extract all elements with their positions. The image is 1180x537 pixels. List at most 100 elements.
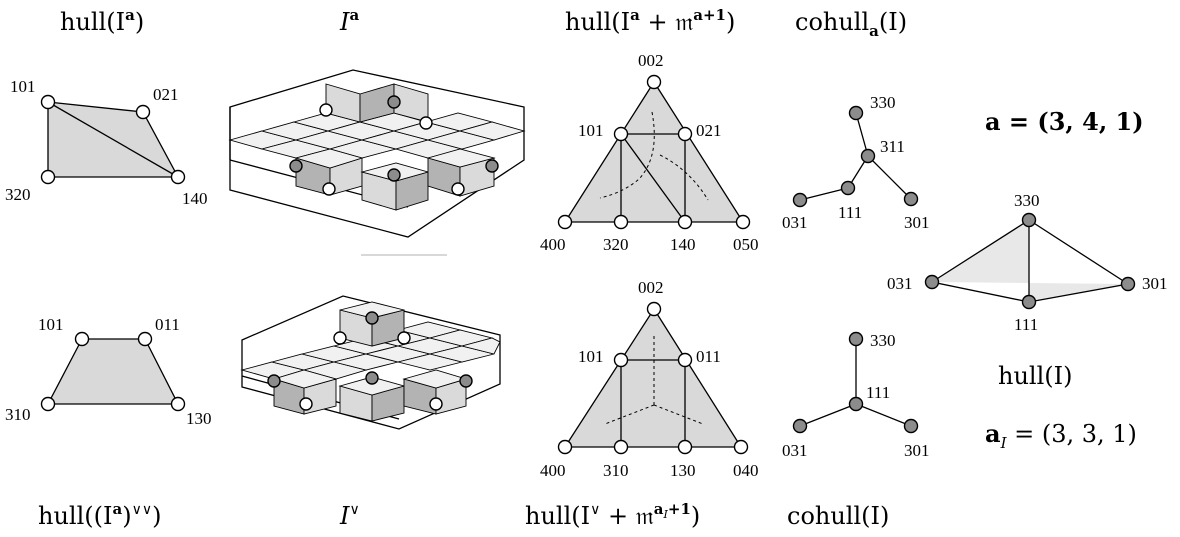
vertex-002 bbox=[646, 301, 662, 317]
caption-top-cohull: cohulla(I) bbox=[795, 8, 907, 40]
vertex-140 bbox=[677, 214, 693, 230]
vertex-310 bbox=[40, 396, 56, 412]
label-320: 320 bbox=[5, 185, 31, 204]
aI-vector: aI = (3, 3, 1) bbox=[985, 419, 1137, 452]
label-330: 330 bbox=[870, 93, 896, 112]
staircase-gray-dot bbox=[365, 311, 379, 325]
staircase-outer-box bbox=[229, 69, 525, 238]
column-top bbox=[339, 301, 405, 319]
caption-bot-hull: hull((Ia)∨∨) bbox=[38, 500, 161, 530]
vertex-140 bbox=[170, 169, 186, 185]
node-301 bbox=[1120, 276, 1136, 292]
triangle-fill bbox=[565, 82, 743, 222]
staircase-white-dot bbox=[451, 182, 465, 196]
node-031 bbox=[792, 192, 808, 208]
node-330 bbox=[1021, 212, 1037, 228]
vertex-050 bbox=[735, 214, 751, 230]
staircase-gray-dot bbox=[485, 159, 499, 173]
label-031: 031 bbox=[782, 441, 808, 460]
cube-top bbox=[272, 369, 338, 389]
caption-top-hull-m: hull(Ia + 𝔪a+1) bbox=[565, 6, 735, 36]
label-330: 330 bbox=[870, 331, 896, 350]
triangle-fill bbox=[565, 309, 741, 447]
label-021: 021 bbox=[153, 85, 179, 104]
vertex-040 bbox=[733, 439, 749, 455]
label-101: 101 bbox=[578, 121, 604, 140]
label-310: 310 bbox=[5, 405, 31, 424]
tree-edge bbox=[799, 187, 849, 201]
node-111 bbox=[848, 396, 864, 412]
staircase-gray-dot bbox=[365, 371, 379, 385]
top-cohull-tree: 330 311 031 111 301 bbox=[782, 93, 930, 232]
label-301: 301 bbox=[904, 441, 930, 460]
label-111: 111 bbox=[1014, 315, 1038, 334]
vertex-101 bbox=[613, 126, 629, 142]
label-130: 130 bbox=[186, 409, 212, 428]
tree-edge bbox=[855, 112, 869, 157]
staircase-white-dot bbox=[333, 331, 347, 345]
top-hull-quad: 101 021 320 140 bbox=[5, 77, 208, 208]
staircase-gray-dot bbox=[459, 374, 473, 388]
label-021: 021 bbox=[696, 121, 722, 140]
triangle-outline bbox=[563, 80, 745, 223]
label-050: 050 bbox=[733, 235, 759, 254]
vertex-130 bbox=[677, 439, 693, 455]
label-011: 011 bbox=[155, 315, 180, 334]
bottom-staircase bbox=[240, 295, 501, 430]
label-301: 301 bbox=[1142, 274, 1168, 293]
top-triangle: 002 101 021 400 320 140 050 bbox=[540, 51, 759, 254]
label-400: 400 bbox=[540, 235, 566, 254]
node-330 bbox=[848, 331, 864, 347]
vertex-011 bbox=[137, 331, 153, 347]
label-140: 140 bbox=[670, 235, 696, 254]
label-002: 002 bbox=[638, 278, 664, 297]
tree-edge bbox=[855, 403, 912, 427]
staircase-white-dot bbox=[322, 182, 336, 196]
vertex-400 bbox=[557, 214, 573, 230]
node-111 bbox=[840, 180, 856, 196]
node-301 bbox=[903, 418, 919, 434]
staircase-gray-dot bbox=[289, 159, 303, 173]
top-staircase bbox=[228, 69, 526, 238]
label-320: 320 bbox=[603, 235, 629, 254]
vertex-101 bbox=[613, 352, 629, 368]
label-101: 101 bbox=[38, 315, 64, 334]
vertex-320 bbox=[40, 169, 56, 185]
vertex-101 bbox=[40, 94, 56, 110]
label-330: 330 bbox=[1014, 191, 1040, 210]
node-111 bbox=[1021, 294, 1037, 310]
cube-top bbox=[294, 148, 364, 169]
bottom-hull-quad: 101 011 310 130 bbox=[5, 315, 212, 428]
staircase-gray-dot bbox=[267, 374, 281, 388]
vertex-011 bbox=[677, 352, 693, 368]
tree-edge bbox=[799, 403, 857, 427]
tile bbox=[460, 337, 501, 355]
a-vector: a = (3, 4, 1) bbox=[985, 107, 1144, 136]
tri-dashed bbox=[659, 154, 709, 201]
tri-edge bbox=[620, 133, 686, 223]
node-311 bbox=[860, 148, 876, 164]
staircase-gray-dot bbox=[387, 95, 401, 109]
vertex-101 bbox=[74, 331, 90, 347]
top-hull-quad-diagonal bbox=[47, 101, 179, 178]
staircase-white-dot bbox=[429, 397, 443, 411]
label-140: 140 bbox=[182, 189, 208, 208]
label-101: 101 bbox=[10, 77, 36, 96]
label-111: 111 bbox=[866, 383, 890, 402]
staircase-gray-dot bbox=[387, 168, 401, 182]
caption-bot-cohull: cohull(I) bbox=[787, 502, 889, 530]
cube-top bbox=[426, 148, 496, 168]
node-301 bbox=[903, 191, 919, 207]
staircase-white-dot bbox=[299, 397, 313, 411]
right-hull-I: 330 031 301 111 bbox=[887, 191, 1168, 334]
label-310: 310 bbox=[603, 461, 629, 480]
staircase-outer-box bbox=[241, 295, 501, 430]
label-111: 111 bbox=[838, 203, 862, 222]
node-330 bbox=[848, 105, 864, 121]
triangle-outline bbox=[563, 307, 743, 448]
caption-bot-I: I∨ bbox=[339, 502, 360, 530]
vertex-310 bbox=[613, 439, 629, 455]
label-400: 400 bbox=[540, 461, 566, 480]
bottom-cohull-tree: 330 111 031 301 bbox=[782, 331, 930, 460]
vertex-002 bbox=[646, 74, 662, 90]
